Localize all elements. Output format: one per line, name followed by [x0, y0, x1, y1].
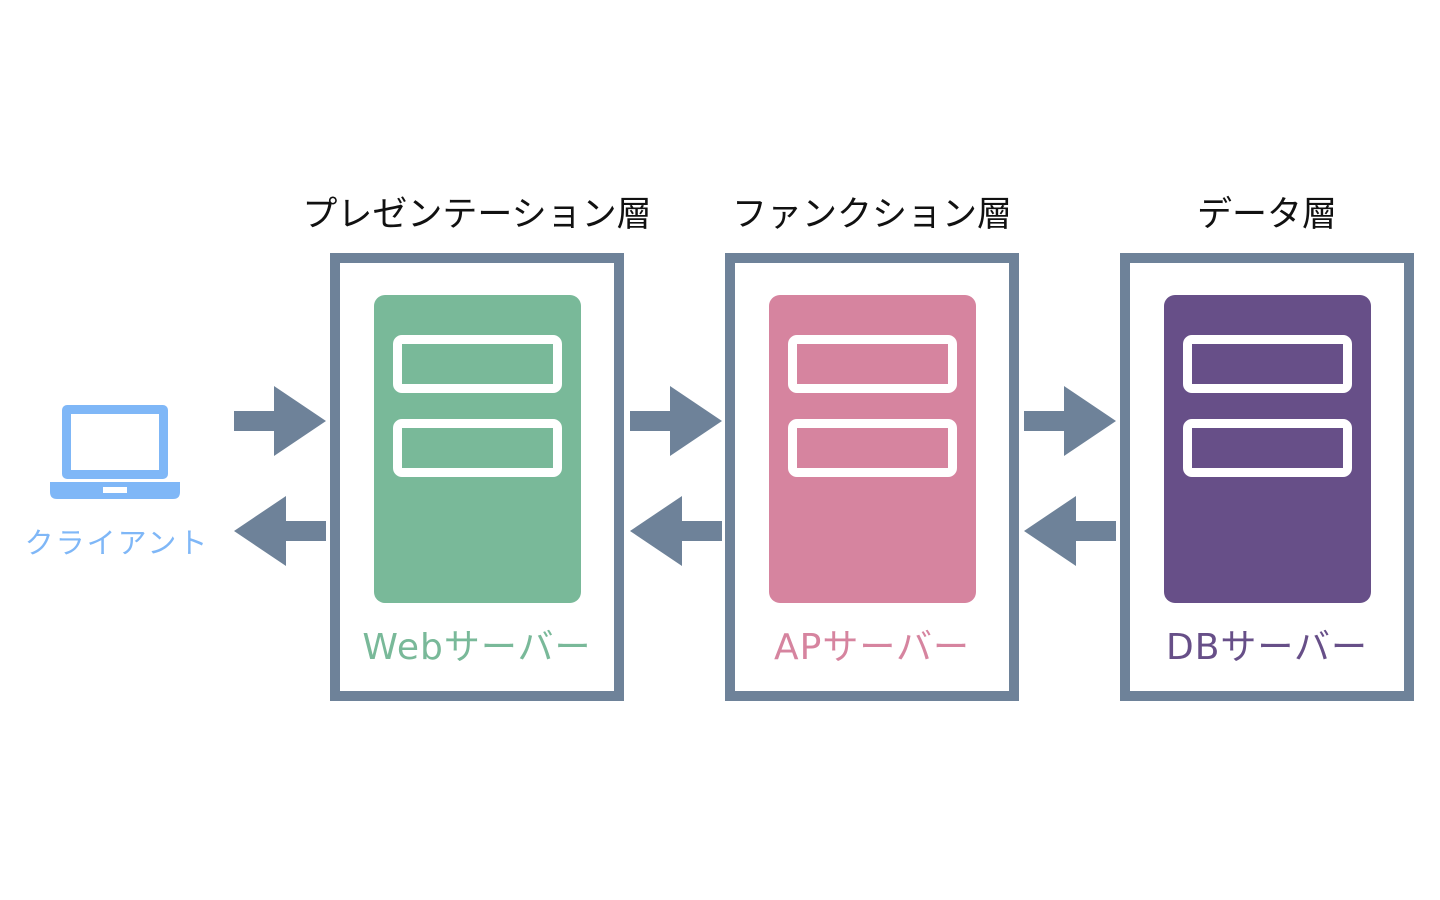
db-server-icon — [1164, 295, 1371, 603]
layer-title-presentation: プレゼンテーション層 — [302, 195, 652, 235]
server-slot — [1183, 419, 1352, 477]
layer-title-function: ファンクション層 — [731, 195, 1012, 235]
layer-box-data: DBサーバー — [1120, 253, 1414, 701]
layer-title-data: データ層 — [1196, 195, 1337, 235]
server-slot — [1183, 335, 1352, 393]
laptop-icon — [50, 405, 180, 499]
server-slot — [393, 335, 562, 393]
web-server-label: Webサーバー — [362, 627, 592, 668]
server-slot — [788, 335, 957, 393]
client: クライアント — [22, 402, 212, 562]
web-server-icon — [374, 295, 581, 603]
db-server-label: DBサーバー — [1165, 627, 1369, 668]
layer-box-function: APサーバー — [725, 253, 1019, 701]
arrow-right-icon — [630, 386, 722, 456]
arrow-left-icon — [234, 496, 326, 566]
layer-box-presentation: Webサーバー — [330, 253, 624, 701]
server-slot — [788, 419, 957, 477]
arrow-right-icon — [1024, 386, 1116, 456]
server-slot — [393, 419, 562, 477]
arrow-left-icon — [1024, 496, 1116, 566]
arrow-left-icon — [630, 496, 722, 566]
ap-server-icon — [769, 295, 976, 603]
client-label: クライアント — [24, 526, 210, 560]
ap-server-label: APサーバー — [774, 627, 970, 668]
arrow-right-icon — [234, 386, 326, 456]
